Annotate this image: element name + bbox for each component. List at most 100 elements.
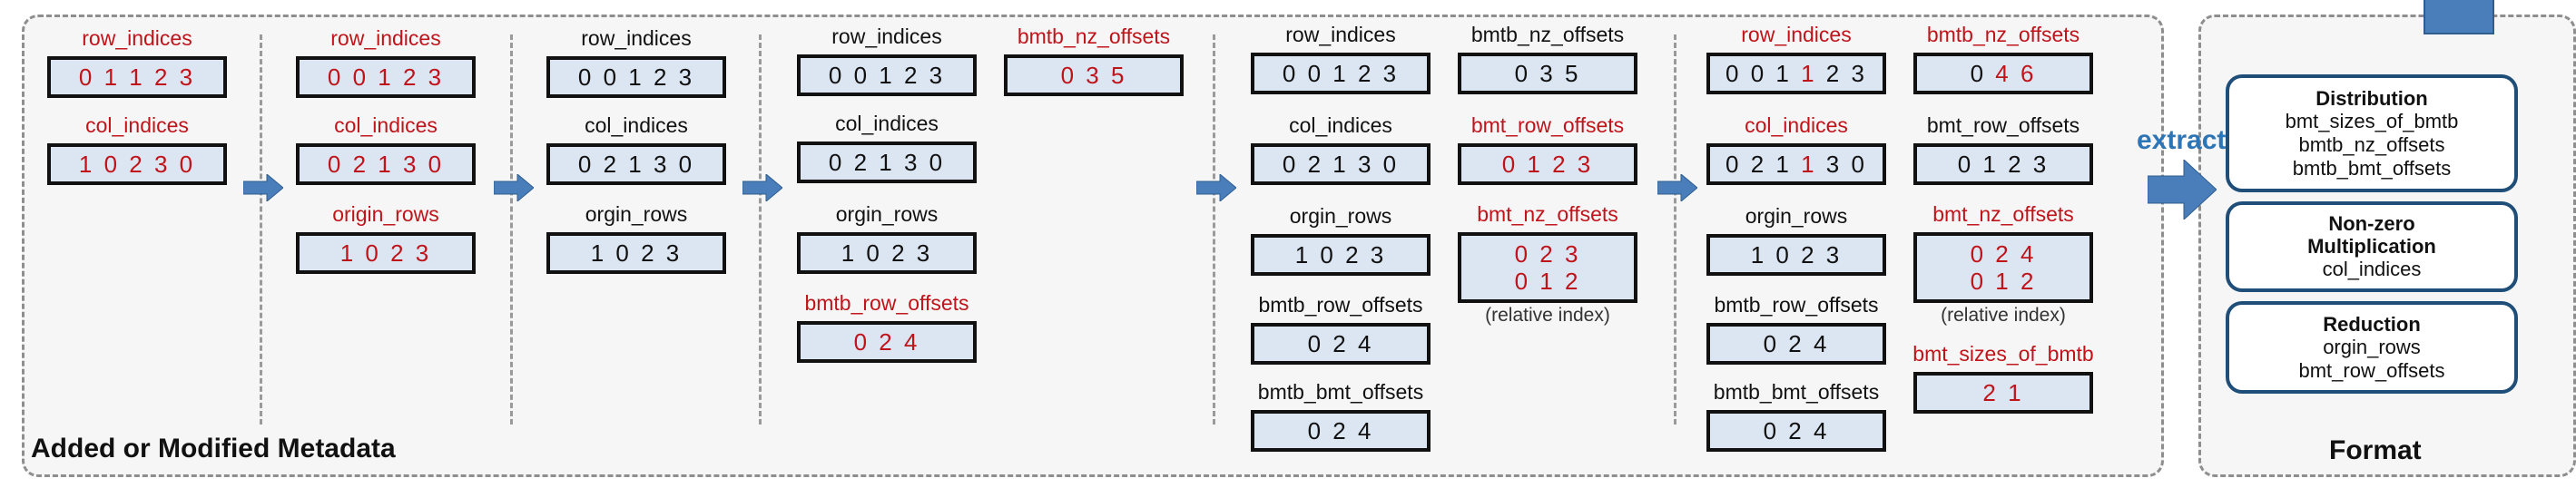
stage-divider xyxy=(759,34,762,425)
panel-title: Added or Modified Metadata xyxy=(31,434,396,464)
s4-bmtb-bmt-offsets: bmtb_bmt_offsets 0 2 4 xyxy=(1249,379,1432,452)
group-label: bmt_nz_offsets xyxy=(1477,202,1618,226)
value-line: 0 4 6 xyxy=(1971,60,2037,87)
group-label: bmt_sizes_of_bmtb xyxy=(1912,342,2094,366)
value-line: 1 0 2 3 xyxy=(339,239,432,267)
value-line: 0 1 2 xyxy=(1970,268,2037,295)
group-label: col_indices xyxy=(835,112,939,135)
stage-arrow xyxy=(243,174,283,201)
group-label: bmt_row_offsets xyxy=(1470,113,1625,137)
value-box: 0 0 1 2 3 xyxy=(797,54,977,96)
group-label: col_indices xyxy=(1289,113,1392,137)
value-box: 0 0 1 2 3 xyxy=(296,56,476,98)
group-label: bmt_nz_offsets xyxy=(1932,202,2074,226)
value-line: 0 2 4 xyxy=(1763,417,1830,444)
value-box: 0 3 5 xyxy=(1458,53,1637,94)
value-line: 0 1 2 3 xyxy=(1501,151,1594,178)
extract-arrow xyxy=(2148,160,2217,220)
value-line: 0 2 1 3 0 xyxy=(828,149,946,176)
value-digit: 1 xyxy=(1801,151,1826,178)
value-box: 0 1 2 3 xyxy=(1913,143,2093,185)
card-item: bmtb_bmt_offsets xyxy=(2292,156,2452,180)
s5-bmtb-bmt-offsets: bmtb_bmt_offsets 0 2 4 xyxy=(1705,379,1888,452)
stage-arrow xyxy=(742,174,782,201)
group-label: bmtb_row_offsets xyxy=(1258,293,1423,317)
value-digit: 0 xyxy=(1726,60,1751,87)
value-digit: 1 xyxy=(1775,151,1802,178)
value-box: 0 3 5 xyxy=(1004,54,1184,96)
s0-col-indices: col_indices 1 0 2 3 0 xyxy=(45,112,229,185)
value-line: 1 0 2 3 xyxy=(841,239,933,267)
group-label: bmt_row_offsets xyxy=(1926,113,2080,137)
card-title: Non-zero Multiplication xyxy=(2307,212,2436,258)
group-label: orgin_rows xyxy=(835,202,939,226)
value-box: 0 2 1 1 3 0 xyxy=(1706,143,1886,185)
relative-index-note: (relative index) xyxy=(1941,305,2066,326)
value-digit: 1 xyxy=(1775,60,1802,87)
value-line: 1 0 2 3 xyxy=(1294,241,1387,268)
s1-origin-rows: origin_rows 1 0 2 3 xyxy=(294,201,477,274)
value-line: 0 0 1 1 2 3 xyxy=(1726,60,1867,87)
s1-row-indices: row_indices 0 0 1 2 3 xyxy=(294,25,477,98)
value-box: 0 2 1 3 0 xyxy=(296,143,476,185)
value-box: 0 2 1 3 0 xyxy=(1251,143,1431,185)
value-line: 0 0 1 2 3 xyxy=(327,63,445,91)
card-item: bmt_sizes_of_bmtb xyxy=(2285,109,2459,132)
stage-divider xyxy=(260,34,262,425)
value-box: 0 2 1 3 0 xyxy=(546,143,726,185)
value-box: 0 0 1 1 2 3 xyxy=(1706,53,1886,94)
group-label: col_indices xyxy=(334,113,438,137)
s4-bmt-nz-offsets: bmt_nz_offsets 0 2 3 0 1 2 (relative ind… xyxy=(1456,201,1639,327)
group-label: row_indices xyxy=(1741,23,1852,46)
s3-orgin-rows: orgin_rows 1 0 2 3 xyxy=(795,201,978,274)
value-line: 1 0 2 3 0 xyxy=(78,151,196,178)
value-line: 0 2 4 xyxy=(1970,240,2037,268)
s2-row-indices: row_indices 0 0 1 2 3 xyxy=(545,25,728,98)
value-line: 0 1 2 xyxy=(1514,268,1581,295)
value-box: 0 0 1 2 3 xyxy=(1251,53,1431,94)
value-box: 0 2 3 0 1 2 xyxy=(1458,232,1637,303)
stage-arrow xyxy=(494,174,534,201)
format-card-nonzero-multiplication: Non-zero Multiplication col_indices xyxy=(2226,201,2518,292)
value-line: 0 2 4 xyxy=(1307,330,1374,357)
s5-bmt-sizes-of-bmtb: bmt_sizes_of_bmtb 2 1 xyxy=(1912,341,2095,414)
value-line: 0 2 3 xyxy=(1514,240,1581,268)
value-box: 1 0 2 3 0 xyxy=(47,143,227,185)
value-box: 2 1 xyxy=(1913,372,2093,414)
format-card-distribution: Distribution bmt_sizes_of_bmtb bmtb_nz_o… xyxy=(2226,74,2518,192)
value-digit: 0 xyxy=(1970,60,1996,87)
group-label: bmtb_bmt_offsets xyxy=(1257,380,1424,404)
s5-bmt-nz-offsets: bmt_nz_offsets 0 2 4 0 1 2 (relative ind… xyxy=(1912,201,2095,327)
value-line: 0 2 1 3 0 xyxy=(577,151,695,178)
group-label: col_indices xyxy=(85,113,189,137)
value-line: 0 1 2 3 xyxy=(1957,151,2050,178)
value-line: 0 0 1 2 3 xyxy=(577,63,695,91)
s4-col-indices: col_indices 0 2 1 3 0 xyxy=(1249,112,1432,185)
card-title: Distribution xyxy=(2315,86,2428,110)
s1-col-indices: col_indices 0 2 1 3 0 xyxy=(294,112,477,185)
s5-bmtb-nz-offsets: bmtb_nz_offsets 0 4 6 xyxy=(1912,22,2095,94)
s2-orgin-rows: orgin_rows 1 0 2 3 xyxy=(545,201,728,274)
value-box: 0 2 4 xyxy=(1706,410,1886,452)
value-digit: 0 xyxy=(1726,151,1751,178)
value-box: 0 2 4 xyxy=(1706,323,1886,365)
s3-row-indices: row_indices 0 0 1 2 3 xyxy=(795,24,978,96)
s3-col-indices: col_indices 0 2 1 3 0 xyxy=(795,111,978,183)
value-digit: 3 xyxy=(1851,60,1867,87)
group-label: bmtb_nz_offsets xyxy=(1470,23,1625,46)
value-box: 0 2 1 3 0 xyxy=(797,142,977,183)
group-label: row_indices xyxy=(831,24,942,48)
s5-orgin-rows: orgin_rows 1 0 2 3 xyxy=(1705,203,1888,276)
stage-divider xyxy=(510,34,513,425)
value-line: 0 2 1 3 0 xyxy=(1282,151,1400,178)
value-box: 0 2 4 xyxy=(1251,323,1431,365)
card-item: orgin_rows xyxy=(2323,335,2421,358)
value-line: 0 2 1 3 0 xyxy=(327,151,445,178)
s4-row-indices: row_indices 0 0 1 2 3 xyxy=(1249,22,1432,94)
group-label: row_indices xyxy=(1285,23,1396,46)
extract-label: extract xyxy=(2137,125,2227,155)
value-line: 0 2 4 xyxy=(853,328,920,356)
card-title: Reduction xyxy=(2323,312,2421,336)
s4-bmtb-row-offsets: bmtb_row_offsets 0 2 4 xyxy=(1249,292,1432,365)
s5-bmt-row-offsets: bmt_row_offsets 0 1 2 3 xyxy=(1912,112,2095,185)
